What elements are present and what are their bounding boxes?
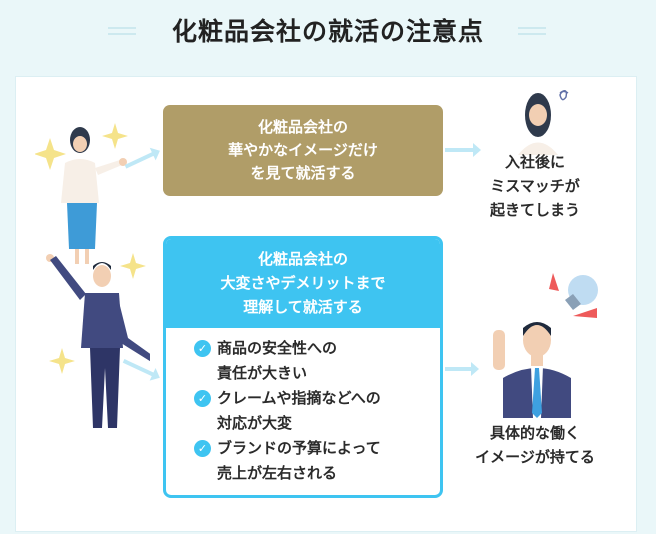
bottom-box-line: 化粧品会社の [257,250,348,268]
mismatch-result: 入社後に ミスマッチが 起きてしまう [470,150,600,222]
idea-man-illustration [493,273,598,418]
woman-sparkle-illustration [35,123,128,264]
result-line: ミスマッチが [490,177,580,195]
arrow-to-mismatch [445,143,481,157]
thorough-approach-box: 化粧品会社の 大変さやデメリットまで 理解して就活する ✓ 商品の安全性への責任が… [163,236,443,498]
result-line: 入社後に [504,153,565,171]
drawback-list: ✓ 商品の安全性への責任が大きい ✓ クレームや指摘などへの対応が大変 ✓ ブランドの… [166,328,440,485]
top-box-line: 華やかなイメージだけ [228,141,378,159]
check-circle-icon: ✓ [194,390,211,407]
result-line: イメージが持てる [475,448,595,466]
page-title: 化粧品会社の就活の注意点 [171,17,484,46]
top-box-line: を見て就活する [250,164,356,182]
check-circle-icon: ✓ [194,340,211,357]
superficial-approach-box: 化粧品会社の 華やかなイメージだけ を見て就活する [163,105,443,196]
bottom-box-line: 大変さやデメリットまで [220,274,386,292]
list-item: ✓ クレームや指摘などへの対応が大変 [194,386,440,435]
item-line: ブランドの予算によって [217,439,381,457]
list-item: ✓ 商品の安全性への責任が大きい [194,336,440,385]
list-item: ✓ ブランドの予算によって売上が左右される [194,436,440,485]
item-line: 責任が大きい [217,363,308,382]
top-box-line: 化粧品会社の [257,118,348,136]
confused-woman-illustration [518,90,569,155]
title-decoration-right [518,27,546,35]
result-line: 起きてしまう [489,201,580,219]
check-circle-icon: ✓ [194,440,211,457]
item-line: 商品の安全性への [217,339,338,357]
clear-image-result: 具体的な働く イメージが持てる [455,421,615,469]
bottom-box-header: 化粧品会社の 大変さやデメリットまで 理解して就活する [166,239,440,328]
man-sparkle-illustration [46,253,150,428]
result-line: 具体的な働く [489,424,580,442]
item-line: 売上が左右される [217,463,338,482]
title-decoration-left [108,27,136,35]
item-line: 対応が大変 [217,413,293,432]
arrow-to-clear-image [445,362,479,376]
item-line: クレームや指摘などへの [217,389,381,407]
bottom-box-line: 理解して就活する [243,298,363,316]
